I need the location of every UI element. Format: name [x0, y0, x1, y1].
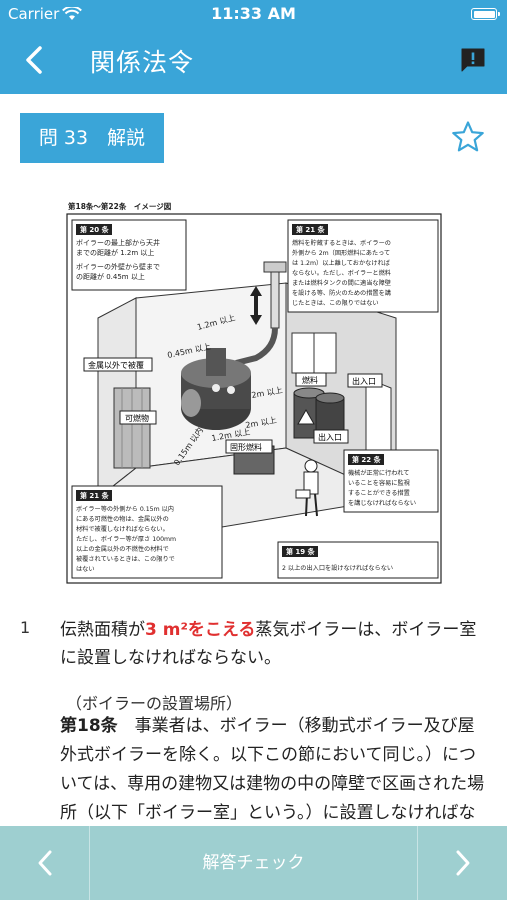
- art21b-text-1: ボイラー等の外側から 0.15m 以内: [76, 505, 174, 513]
- art20-text-2: までの距離が 1.2m 以上: [76, 248, 154, 257]
- art21a-text-5: または燃料タンクの間に適当な障壁: [292, 279, 391, 287]
- bottom-bar: 解答チェック: [0, 826, 507, 900]
- art21-callout-top: 第 21 条 燃料を貯蔵するときは、ボイラーの 外側から 2m（固形燃料にあたっ…: [287, 219, 439, 313]
- exit-label-1: 出入口: [352, 376, 376, 386]
- art21b-text-2: にある可燃性の物は、金属以外の: [76, 515, 169, 523]
- law-article: 第18条: [60, 716, 118, 736]
- page-title: 関係法令: [90, 48, 195, 77]
- art21-callout-bottom: 第 21 条 ボイラー等の外側から 0.15m 以内 にある可燃性の物は、金属以…: [71, 485, 223, 579]
- carrier-label: Carrier: [8, 5, 60, 23]
- answer-check-button[interactable]: 解答チェック: [202, 853, 305, 873]
- status-time: 11:33 AM: [211, 4, 296, 23]
- art22-text-2: いることを容易に監視: [348, 479, 410, 487]
- art20-text-1: ボイラーの最上部から天井: [76, 238, 160, 247]
- fuel-label: 燃料: [302, 375, 318, 385]
- boiler: [181, 348, 251, 430]
- battery-icon: [471, 8, 500, 20]
- next-button[interactable]: [417, 826, 507, 900]
- answer-statement: 伝熱面積が3 m²をこえる蒸気ボイラーは、ボイラー室に設置しなければならない。: [60, 616, 485, 672]
- combustible-label: 可燃物: [125, 413, 149, 423]
- art20-title: 第 20 条: [80, 225, 110, 234]
- answer-text-pre: 伝熱面積が: [60, 620, 145, 640]
- art21a-text-1: 燃料を貯蔵するときは、ボイラーの: [292, 239, 391, 247]
- art21a-text-2: 外側から 2m（固形燃料にあたって: [292, 249, 390, 257]
- wifi-icon: [62, 7, 82, 20]
- back-icon[interactable]: [18, 42, 54, 78]
- art20-text-4: の距離が 0.45m 以上: [76, 272, 145, 281]
- art22-text-3: することができる措置: [348, 489, 410, 497]
- previous-button[interactable]: [0, 826, 90, 900]
- art21b-text-3: 材料で被覆しなければならない。: [76, 525, 169, 533]
- exit-label-2: 出入口: [318, 432, 342, 442]
- art22-text-4: を講じなければならない: [348, 499, 416, 507]
- art19-callout: 第 19 条 2 以上の出入口を設けなければならない: [277, 541, 439, 579]
- answer-text-highlight: 3 m²をこえる: [145, 620, 256, 640]
- worker-figure: [295, 459, 319, 517]
- art22-text-1: 機械が正常に行われて: [348, 469, 409, 477]
- status-bar: Carrier 11:33 AM: [0, 0, 507, 28]
- art21a-title: 第 21 条: [296, 225, 326, 234]
- chevron-right-icon: [456, 850, 470, 876]
- art21a-text-6: を設ける等、防火のための措置を講: [292, 289, 391, 297]
- law-heading: （ボイラーの設置場所）: [66, 694, 243, 713]
- chimney: [270, 267, 280, 329]
- nav-bar: 関係法令: [0, 28, 507, 94]
- boiler-room-figure: 第18条～第22条 イメージ図: [66, 198, 442, 584]
- art19-title: 第 19 条: [286, 547, 316, 556]
- metal-cover-label: 金属以外で被覆: [88, 360, 144, 370]
- art21b-text-6: 被覆されているときは、この限りで: [76, 555, 175, 563]
- art21b-text-5: 以上の金属以外の不燃性の材料で: [76, 545, 169, 553]
- art21a-text-3: は 1.2m）以上離しておかなければ: [292, 259, 391, 267]
- answer-text-post: 蒸気ボイラーは、ボイラー室に設置しなければならない。: [60, 620, 477, 668]
- art20-callout: 第 20 条 ボイラーの最上部から天井 までの距離が 1.2m 以上 ボイラーの…: [71, 219, 187, 291]
- figure-title: 第18条～第22条 イメージ図: [68, 201, 172, 211]
- art21a-text-4: ならない。ただし、ボイラーと燃料: [292, 269, 391, 277]
- art19-text: 2 以上の出入口を設けなければならない: [282, 564, 393, 572]
- solid-fuel-label: 固形燃料: [230, 442, 262, 452]
- star-outline-icon[interactable]: [451, 120, 485, 154]
- art21b-text-7: はない: [76, 566, 95, 573]
- art22-title: 第 22 条: [352, 455, 382, 464]
- art22-callout: 第 22 条 機械が正常に行われて いることを容易に監視 することができる措置 …: [343, 449, 439, 513]
- art21a-text-7: じたときは、この限りではない: [292, 299, 379, 307]
- question-label: 問 33 解説: [20, 113, 164, 163]
- art21b-title: 第 21 条: [80, 491, 110, 500]
- comment-exclamation-icon[interactable]: [459, 46, 487, 74]
- art21b-text-4: ただし、ボイラー等が厚さ 100mm: [76, 535, 176, 543]
- chevron-left-icon: [38, 850, 52, 876]
- art20-text-3: ボイラーの外壁から壁まで: [76, 262, 160, 271]
- answer-number: 1: [20, 618, 31, 637]
